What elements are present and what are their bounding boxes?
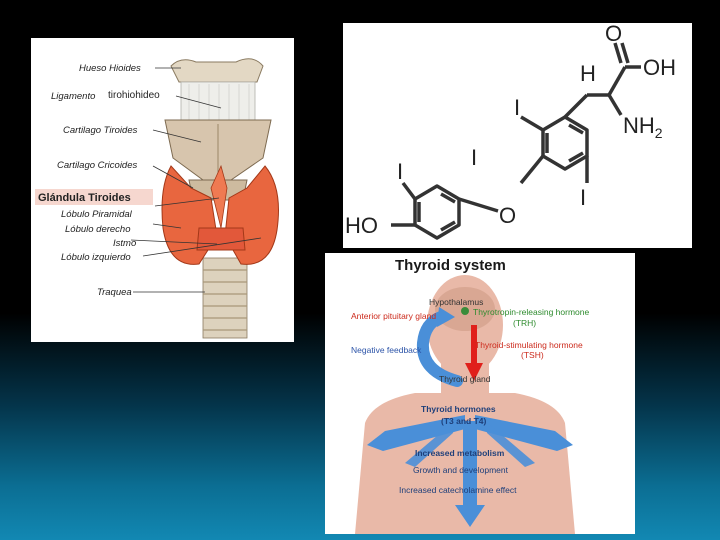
thyroid-anatomy-panel: Hueso Hioides Ligamento tirohiohideo Car… (31, 38, 294, 342)
thyroid-system-diagram: Thyroid system Hypothalamus Thyrotropin-… (351, 257, 589, 534)
atom-nh2: NH2 (623, 113, 663, 141)
diagram-title: Thyroid system (395, 257, 506, 274)
atom-o-bridge: O (499, 203, 516, 228)
label-negative-feedback: Negative feedback (351, 345, 422, 355)
label-hypothalamus: Hypothalamus (429, 297, 483, 307)
label-t3-t4: (T3 and T4) (441, 416, 487, 426)
label-ligamento: Ligamento (51, 91, 95, 102)
label-catecholamine: Increased catecholamine effect (399, 485, 517, 495)
thyroxine-structure: O OH H NH2 I I I I O HO (345, 23, 676, 240)
label-ligamento-extra: tirohiohideo (108, 90, 160, 101)
trachea (202, 257, 248, 339)
atom-iodine-1: I (514, 95, 520, 120)
atom-oh: OH (643, 55, 676, 80)
label-istmo: Istmo (113, 238, 136, 249)
label-tsh-abbr: (TSH) (521, 350, 544, 360)
thyroxine-structure-panel: O OH H NH2 I I I I O HO (343, 23, 692, 248)
label-cartilago-cricoides: Cartilago Cricoides (57, 160, 138, 171)
right-ring (541, 115, 589, 171)
atom-iodine-2: I (580, 185, 586, 210)
pyramidal-lobe (210, 164, 228, 229)
hormone-arrows (367, 415, 573, 527)
atom-iodine-4: I (471, 145, 477, 170)
thyrohyoid-membrane (180, 81, 256, 123)
label-cartilago-tiroides: Cartilago Tiroides (63, 125, 138, 136)
label-glandula-tiroides: Glándula Tiroides (38, 192, 131, 204)
atom-iodine-3: I (397, 159, 403, 184)
hyoid-bone (170, 58, 264, 83)
left-ring (413, 184, 461, 240)
hypothalamus-dot (461, 307, 469, 315)
label-anterior-pituitary: Anterior pituitary gland (351, 311, 436, 321)
label-lobulo-izquierdo: Lóbulo izquierdo (61, 252, 131, 263)
label-trh: Thyrotropin-releasing hormone (473, 307, 589, 317)
label-tsh: Thyroid-stimulating hormone (475, 340, 583, 350)
label-lobulo-derecho: Lóbulo derecho (65, 224, 131, 235)
label-hueso-hioides: Hueso Hioides (79, 63, 141, 74)
label-increased-metabolism: Increased metabolism (415, 448, 505, 458)
atom-ho: HO (345, 213, 378, 238)
atom-h: H (580, 61, 596, 86)
label-thyroid-hormones: Thyroid hormones (421, 404, 496, 414)
tsh-arrow (465, 325, 483, 381)
isthmus (196, 227, 246, 251)
thyroid-anatomy-illustration: Hueso Hioides Ligamento tirohiohideo Car… (35, 58, 279, 339)
label-trh-abbr: (TRH) (513, 318, 536, 328)
thyroid-system-panel: Thyroid system Hypothalamus Thyrotropin-… (325, 253, 635, 534)
atom-o-carbonyl: O (605, 23, 622, 46)
label-growth-development: Growth and development (413, 465, 509, 475)
label-traquea: Traquea (97, 287, 132, 298)
negative-feedback-arrow (416, 311, 463, 387)
glandula-highlight (35, 189, 153, 205)
label-thyroid-gland: Thyroid gland (439, 374, 491, 384)
label-lobulo-piramidal: Lóbulo Piramidal (61, 209, 133, 220)
